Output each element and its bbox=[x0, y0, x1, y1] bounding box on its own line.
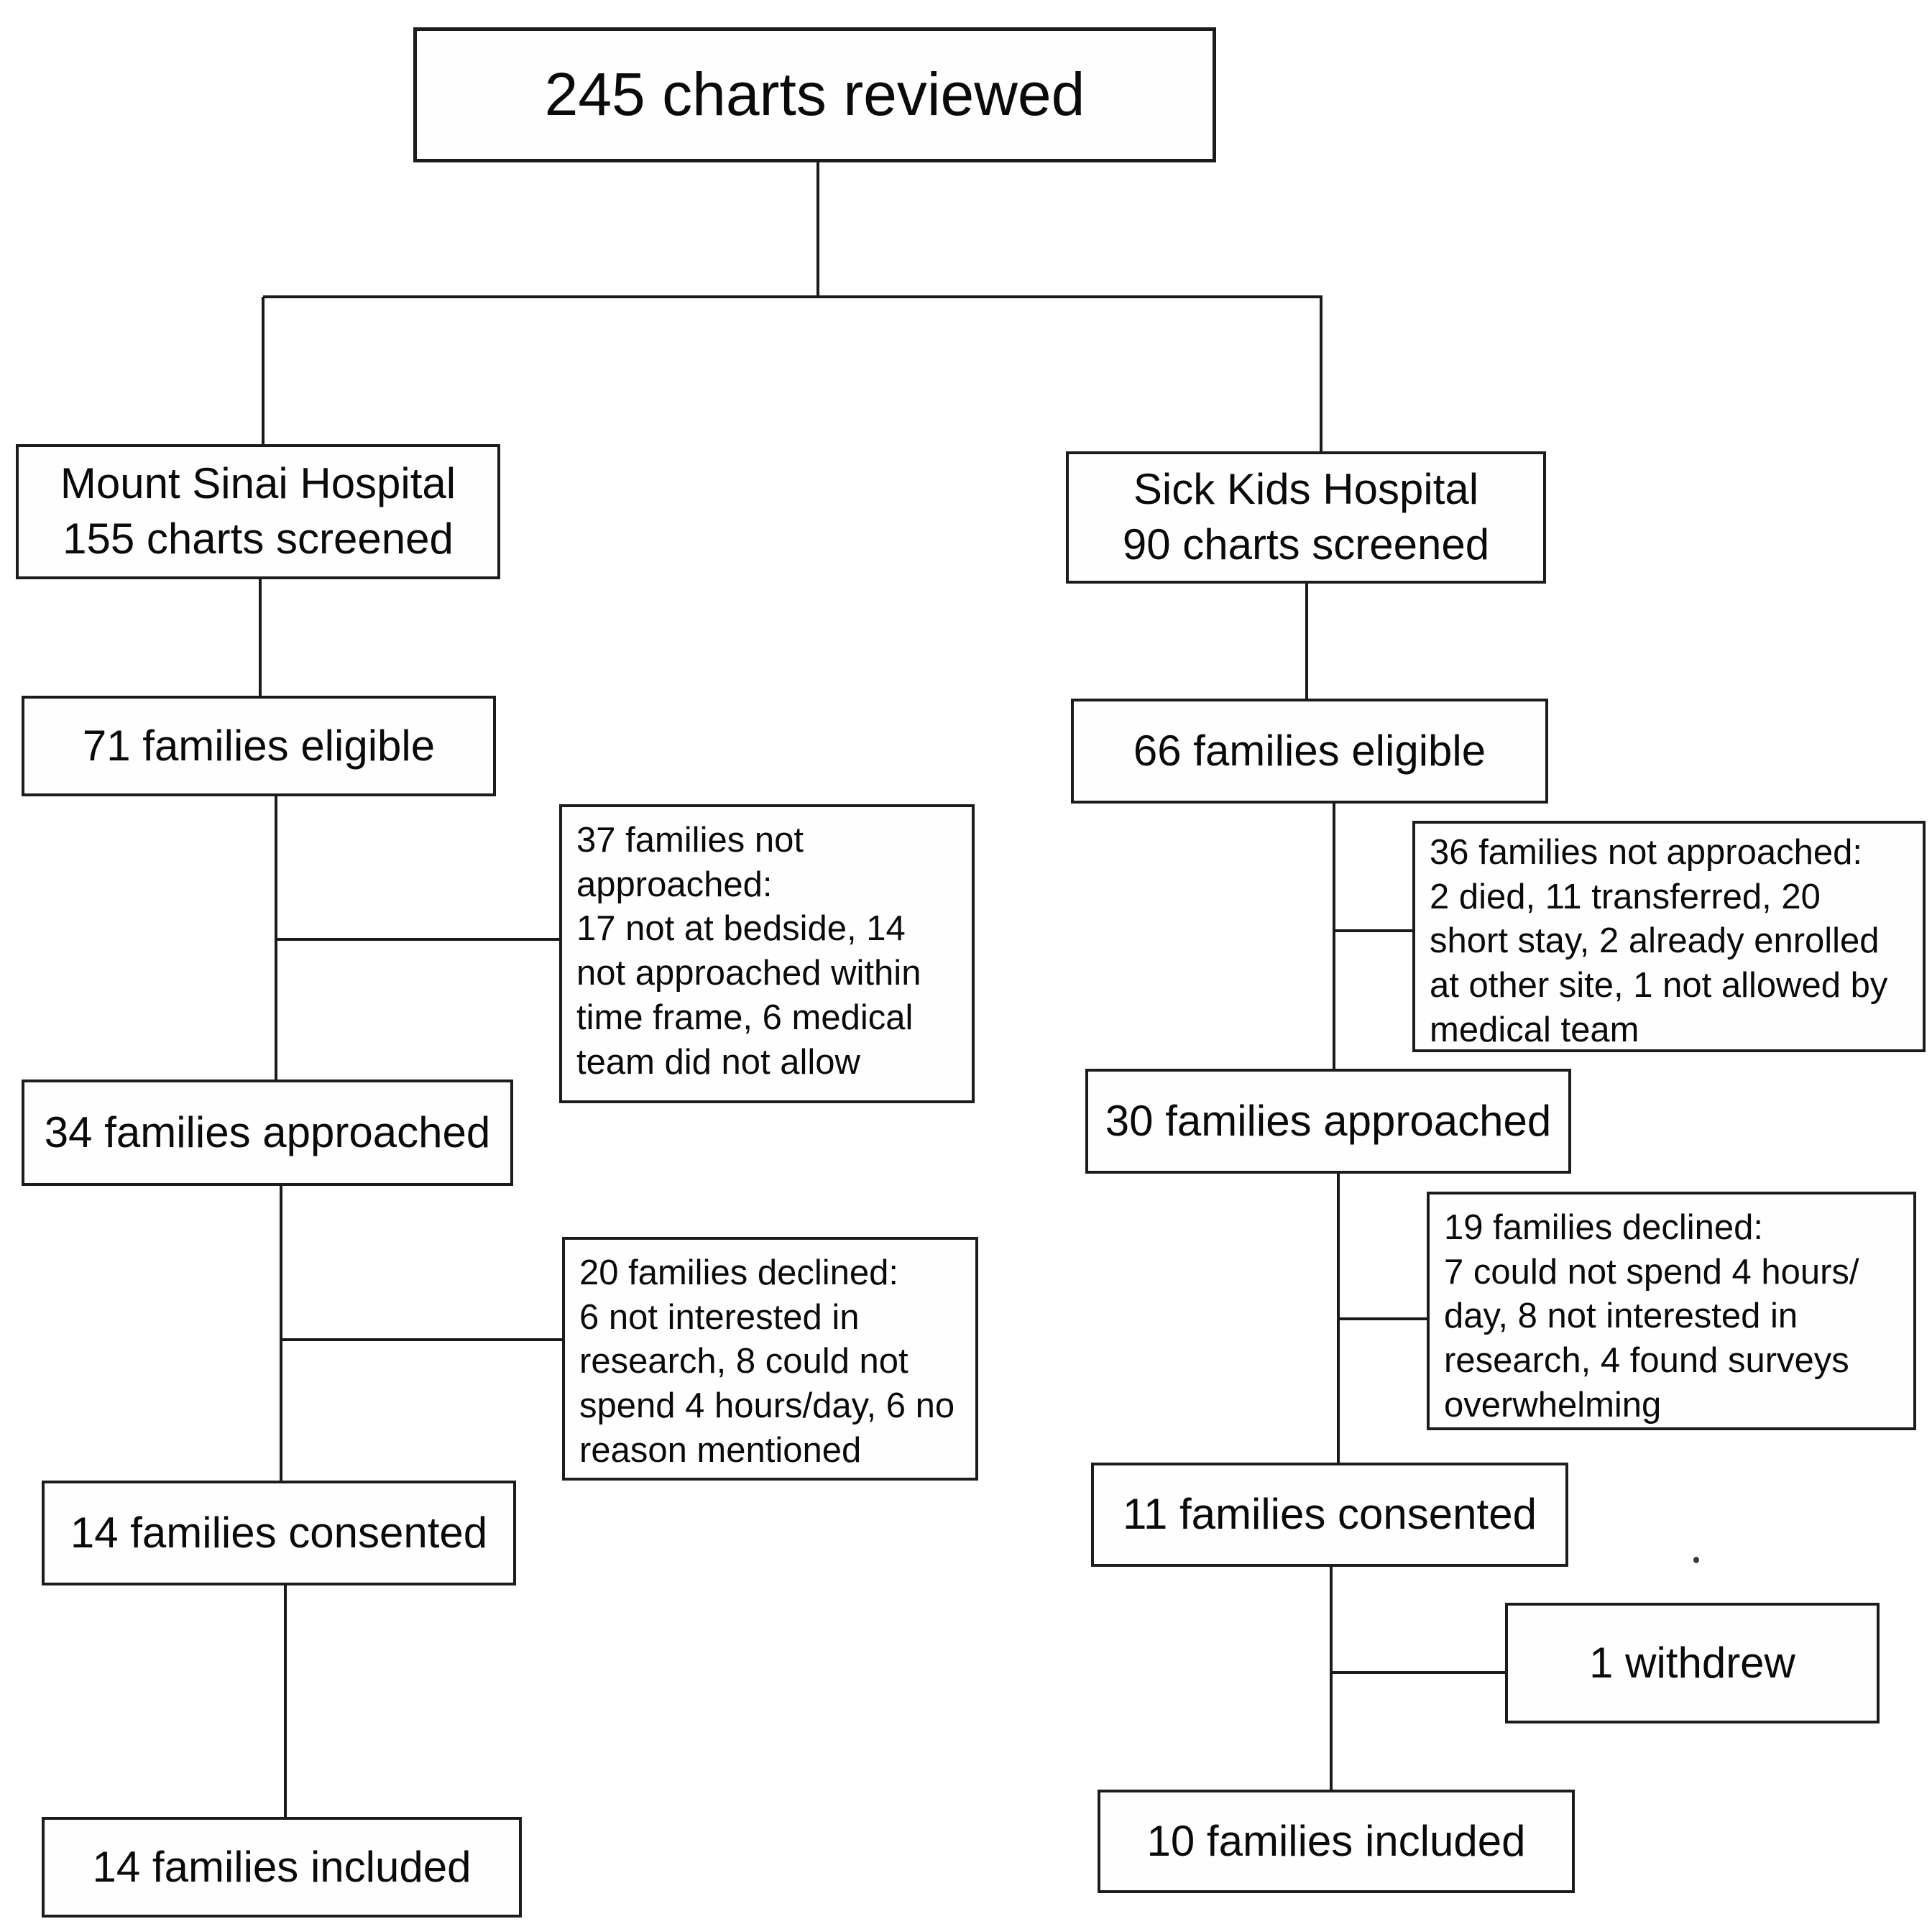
node-mount-sinai-approached: 34 families approached bbox=[22, 1080, 513, 1186]
node-sick-kids-not-approached: 36 families not approached: 2 died, 11 t… bbox=[1412, 821, 1926, 1052]
node-sick-kids-consented: 11 families consented bbox=[1091, 1463, 1568, 1567]
node-mount-sinai-eligible: 71 families eligible bbox=[22, 696, 496, 796]
node-mount-sinai-not-approached: 37 families not approached: 17 not at be… bbox=[559, 804, 975, 1103]
node-sick-kids-approached: 30 families approached bbox=[1085, 1069, 1571, 1174]
node-sick-kids-included: 10 families included bbox=[1098, 1790, 1575, 1893]
node-sick-kids-withdrew: 1 withdrew bbox=[1505, 1603, 1880, 1723]
node-mount-sinai-consented: 14 families consented bbox=[42, 1481, 516, 1585]
node-sick-kids-site: Sick Kids Hospital 90 charts screened bbox=[1066, 451, 1546, 584]
stray-scan-mark bbox=[1693, 1557, 1699, 1563]
node-mount-sinai-site: Mount Sinai Hospital 155 charts screened bbox=[16, 444, 500, 579]
node-charts-reviewed: 245 charts reviewed bbox=[413, 27, 1216, 162]
node-sick-kids-eligible: 66 families eligible bbox=[1071, 699, 1548, 804]
node-mount-sinai-included: 14 families included bbox=[42, 1817, 522, 1918]
node-mount-sinai-declined: 20 families declined: 6 not interested i… bbox=[562, 1237, 978, 1481]
node-sick-kids-declined: 19 families declined: 7 could not spend … bbox=[1427, 1192, 1916, 1430]
